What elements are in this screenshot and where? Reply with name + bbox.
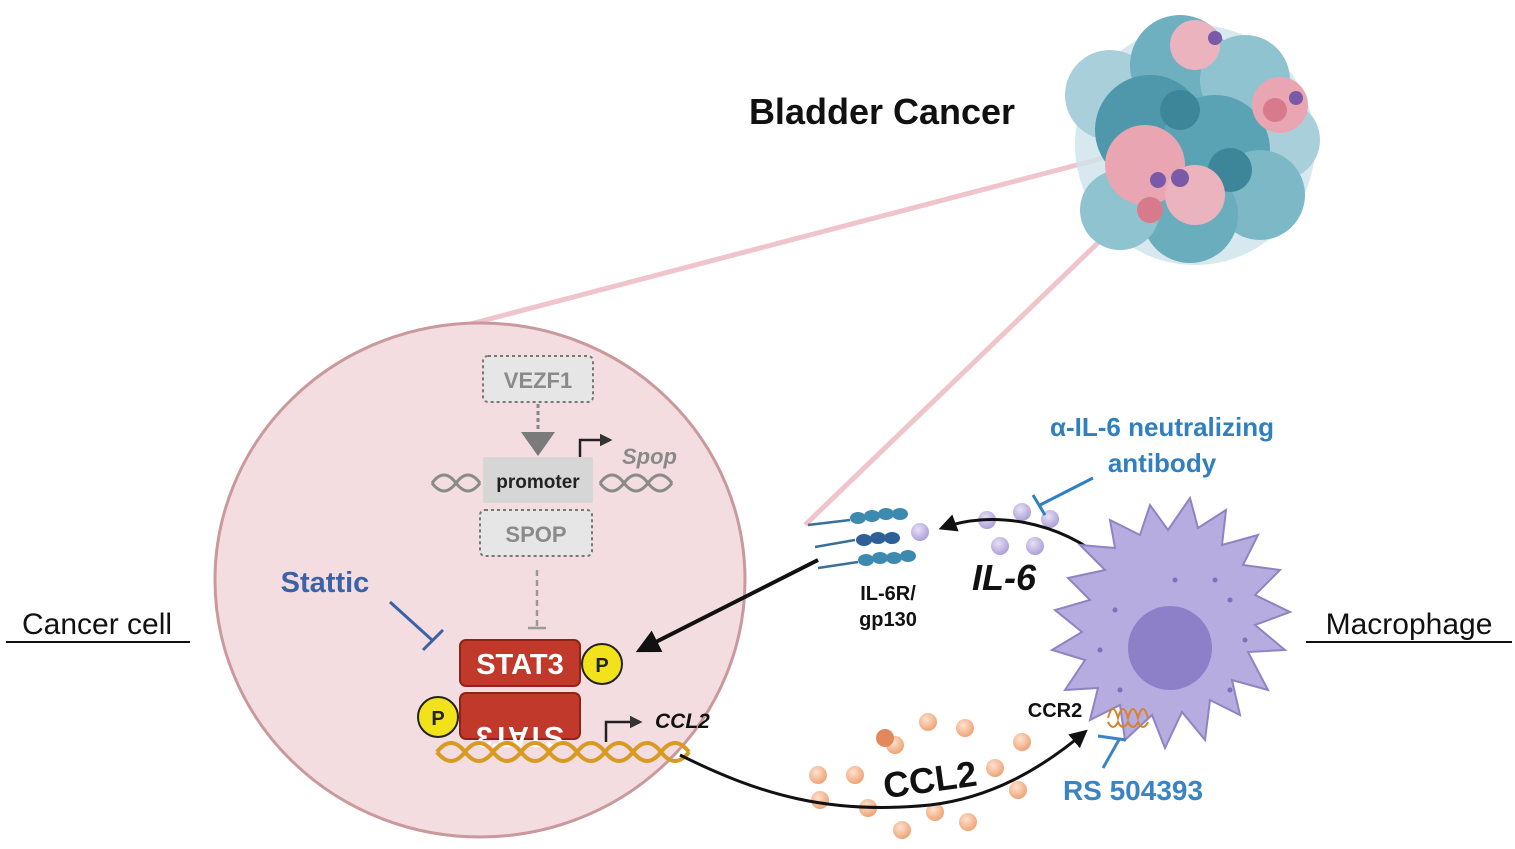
spop-gene-label: Spop xyxy=(622,444,677,469)
vezf1-arrowhead xyxy=(521,432,555,456)
antibody-inhibit-bar xyxy=(1031,494,1047,516)
phospho-bottom: P xyxy=(417,696,459,738)
cancer-cell-body xyxy=(213,321,747,839)
antibody-inhibit-line xyxy=(1039,476,1094,507)
dna-strand-upper xyxy=(430,473,674,493)
stat3-top: STAT3 xyxy=(459,639,581,687)
ccr2-label: CCR2 xyxy=(1028,700,1082,722)
zoom-lines xyxy=(454,152,1132,527)
stattic-label: Stattic xyxy=(281,567,370,599)
il6-particles xyxy=(911,503,1059,555)
macrophage-cell xyxy=(1049,495,1293,751)
spop-node: SPOP xyxy=(479,509,593,557)
stat3-bottom: STAT3 xyxy=(459,692,581,752)
spop-label: SPOP xyxy=(505,522,566,547)
vezf1-label: VEZF1 xyxy=(504,368,572,393)
ccl2-tss-arrow xyxy=(604,715,643,742)
promoter-label: promoter xyxy=(496,472,580,493)
stattic-inhibit-bar xyxy=(421,628,445,652)
receptor-to-stat3-arrow xyxy=(635,558,819,653)
promoter-node: promoter xyxy=(483,457,593,503)
receptor-label-line1: IL-6R/ xyxy=(860,583,916,605)
ccl2-arrow xyxy=(679,729,1088,810)
spop-tss-arrow xyxy=(578,433,613,457)
il6-label: IL-6 xyxy=(972,557,1037,598)
il6r-gp130-receptor xyxy=(807,508,916,570)
rs-inhibit-line xyxy=(1101,737,1122,769)
rs-inhibit-bar xyxy=(1097,734,1127,742)
antibody-label-line1: α-IL-6 neutralizing xyxy=(1050,412,1274,442)
ccl2-gene-label: CCL2 xyxy=(655,710,710,733)
dna-strand-ccl2 xyxy=(435,741,691,763)
ccl2-particles xyxy=(809,713,1031,839)
rs-label: RS 504393 xyxy=(1063,775,1203,806)
receptor-label-line2: gp130 xyxy=(859,609,917,631)
stat3-top-label: STAT3 xyxy=(476,649,564,681)
cancer-cell-label: Cancer cell xyxy=(22,608,172,641)
title: Bladder Cancer xyxy=(749,91,1015,132)
stattic-inhibit-line xyxy=(388,600,434,642)
phospho-bottom-label: P xyxy=(431,708,444,730)
antibody-label-line2: antibody xyxy=(1108,448,1217,478)
tumor-cluster xyxy=(1065,15,1320,265)
ccr2-receptor xyxy=(1107,708,1149,728)
vezf1-node: VEZF1 xyxy=(482,355,594,403)
phospho-top-label: P xyxy=(595,655,608,677)
phospho-top: P xyxy=(581,643,623,685)
macrophage-label: Macrophage xyxy=(1326,608,1493,641)
